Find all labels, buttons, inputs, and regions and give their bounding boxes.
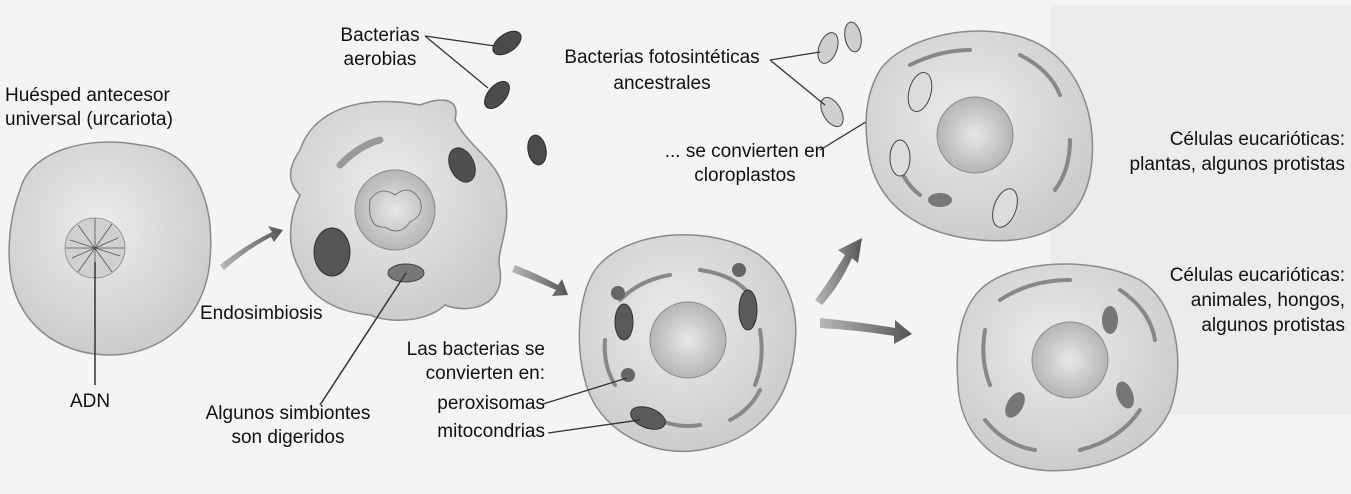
host-cell xyxy=(9,142,211,385)
animal-cells-label-line1: Células eucarióticas: xyxy=(1130,264,1345,288)
endosymbiosis-label: Endosimbiosis xyxy=(200,302,323,326)
plant-cells-label-line1: Células eucarióticas: xyxy=(1095,128,1345,152)
mitochondria-label: mitocondrias xyxy=(395,420,545,444)
bacteria-become-label-line2: convierten en: xyxy=(395,362,545,386)
endosymbiosis-nucleus xyxy=(355,170,435,250)
digested-symbionts-label-line1: Algunos simbiontes xyxy=(188,402,388,426)
chloroplasts-label-line2: cloroplastos xyxy=(645,164,845,188)
arrow-to-animal-cell xyxy=(820,318,912,344)
photosynthetic-bacteria xyxy=(814,21,863,131)
photosynthetic-bacteria-label-line2: ancestrales xyxy=(553,72,771,96)
engulfed-bacterium xyxy=(314,228,350,276)
animal-cells-label-line2: animales, hongos, xyxy=(1130,289,1345,313)
arrow-host-to-endosymbiosis xyxy=(220,226,283,270)
digested-symbionts-label-line2: son digeridos xyxy=(188,426,388,450)
plant-cells-label-line2: plantas, algunos protistas xyxy=(1095,153,1345,177)
photosynthetic-leader-line-2 xyxy=(770,60,825,105)
peroxisomes-label: peroxisomas xyxy=(395,392,545,416)
bacteria-become-label-line1: Las bacterias se xyxy=(395,338,545,362)
host-cell-label-line2: universal (urcariota) xyxy=(5,108,173,132)
mitochondria-cell xyxy=(543,235,796,452)
aerobic-bacteria-label-line2: aerobias xyxy=(330,48,430,72)
adn-label: ADN xyxy=(70,390,110,414)
aerobic-bacteria xyxy=(480,26,549,166)
photosynthetic-leader-line-1 xyxy=(770,52,820,60)
photosynthetic-bacteria-label-line1: Bacterias fotosintéticas xyxy=(553,46,771,70)
arrow-to-mitochondria-cell xyxy=(512,265,568,296)
plant-cell xyxy=(866,31,1092,241)
arrow-to-plant-cell xyxy=(815,238,862,305)
animal-cells-label-line3: algunos protistas xyxy=(1130,314,1345,338)
aerobic-bacteria-label-line1: Bacterias xyxy=(330,24,430,48)
host-cell-label-line1: Huésped antecesor xyxy=(5,84,170,108)
chloroplasts-label-line1: ... se convierten en xyxy=(645,140,845,164)
